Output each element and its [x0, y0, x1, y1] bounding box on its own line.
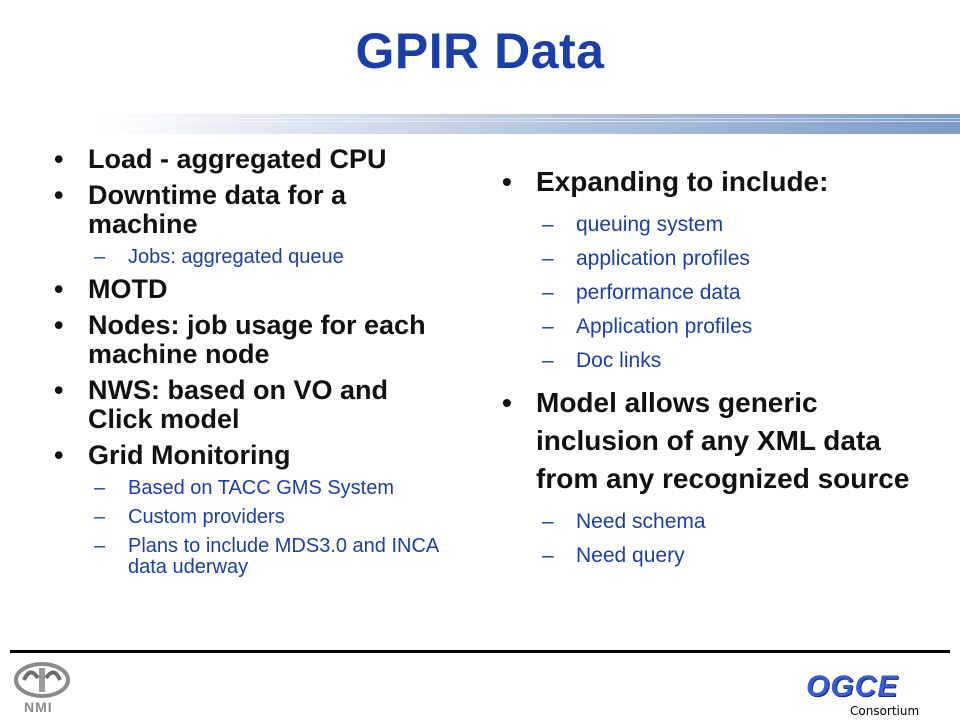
bullet-text: Downtime data for a machine — [88, 180, 347, 239]
bullet-text: Grid Monitoring — [88, 440, 291, 470]
bullet-text: Nodes: job usage for each machine node — [88, 310, 426, 369]
sub-list: Jobs: aggregated queue — [48, 247, 448, 269]
sub-bullet-item: Application profiles — [536, 316, 926, 337]
footer-divider — [10, 650, 950, 653]
bullet-text: MOTD — [88, 274, 168, 304]
ogce-logo-subtext: Consortium — [850, 704, 920, 718]
left-bullet-list: Load - aggregated CPU Downtime data for … — [48, 145, 448, 578]
bullet-text: Load - aggregated CPU — [88, 144, 387, 174]
bullet-item: Expanding to include: — [496, 163, 926, 201]
sub-bullet-item: queuing system — [536, 214, 926, 235]
bullet-item: Nodes: job usage for each machine node — [48, 311, 448, 369]
bullet-text: Expanding to include: — [536, 166, 829, 197]
bullet-item: MOTD — [48, 274, 448, 305]
bullet-item: NWS: based on VO and Click model — [48, 376, 448, 434]
bullet-item: Load - aggregated CPU — [48, 144, 448, 175]
sub-bullet-item: Custom providers — [88, 507, 448, 529]
left-column: Load - aggregated CPU Downtime data for … — [48, 138, 448, 584]
nmi-emblem-icon — [14, 662, 70, 698]
nmi-logo-text: NMI — [24, 699, 53, 715]
bullet-item: Model allows generic inclusion of any XM… — [496, 384, 926, 498]
sub-bullet-item: Plans to include MDS3.0 and INCA data ud… — [88, 536, 448, 578]
sub-list: Based on TACC GMS System Custom provider… — [48, 478, 448, 578]
sub-bullet-item: performance data — [536, 282, 926, 303]
sub-bullet-item: Need schema — [536, 511, 926, 532]
sub-bullet-item: Based on TACC GMS System — [88, 478, 448, 500]
sub-list: Need schema Need query — [496, 511, 926, 566]
ogce-logo-text: OGCE — [806, 670, 899, 703]
nmi-logo: NMI — [10, 658, 74, 718]
slide-title: GPIR Data — [355, 23, 605, 79]
right-bullet-list: Expanding to include: queuing system app… — [496, 163, 926, 566]
bullet-text: Model allows generic inclusion of any XM… — [536, 387, 910, 494]
ogce-logo: OGCE Consortium — [806, 670, 946, 720]
sub-bullet-item: Need query — [536, 545, 926, 566]
sub-bullet-item: Jobs: aggregated queue — [88, 247, 448, 269]
sub-list: queuing system application profiles perf… — [496, 214, 926, 371]
right-column: Expanding to include: queuing system app… — [496, 156, 926, 579]
bullet-text: NWS: based on VO and Click model — [88, 375, 389, 434]
sub-bullet-item: application profiles — [536, 248, 926, 269]
title-divider — [0, 114, 960, 134]
bullet-item: Downtime data for a machine — [48, 181, 448, 239]
sub-bullet-item: Doc links — [536, 350, 926, 371]
bullet-item: Grid Monitoring — [48, 440, 448, 471]
